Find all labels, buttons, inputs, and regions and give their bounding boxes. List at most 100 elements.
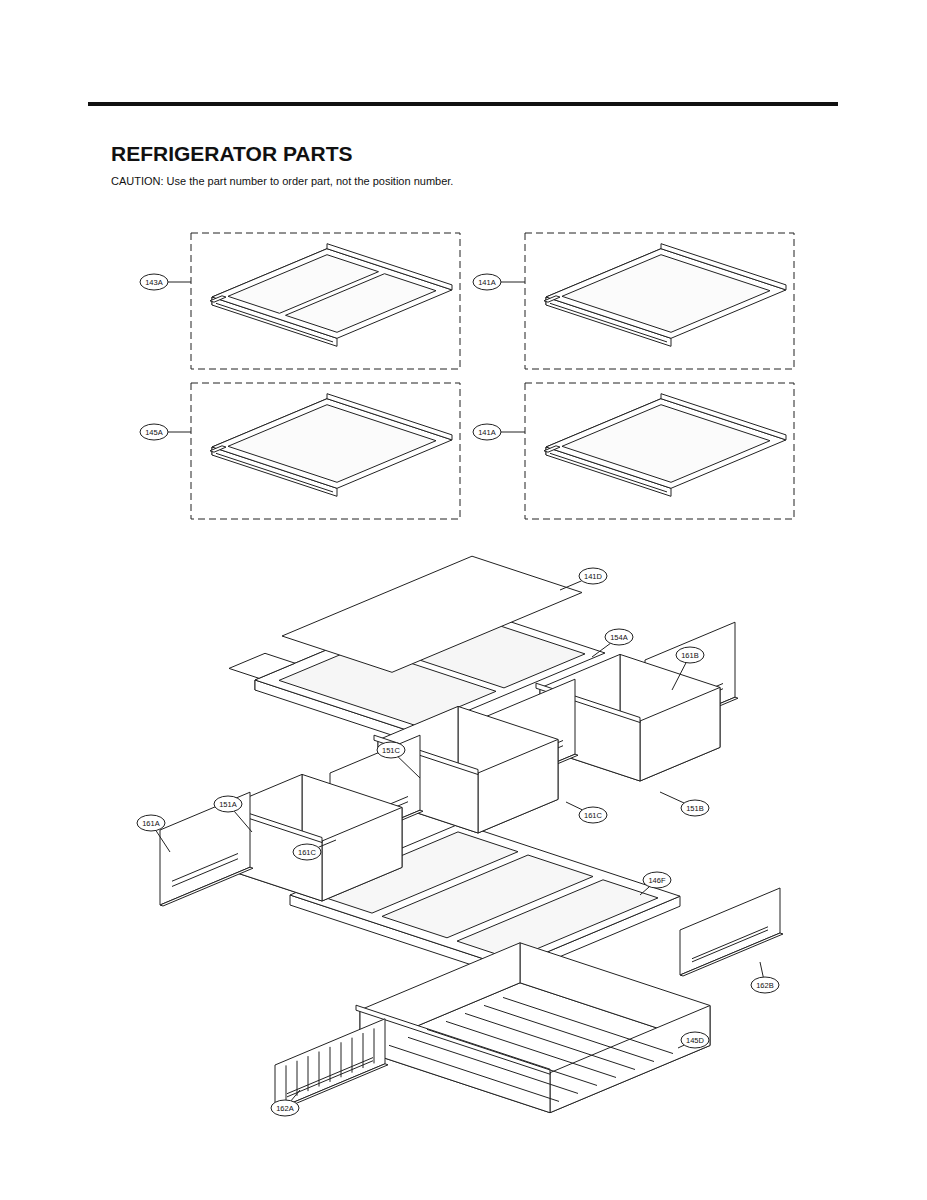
shelf-trim xyxy=(550,303,667,342)
leader-line xyxy=(291,1090,300,1101)
shelf-glass xyxy=(286,274,437,333)
leader-line xyxy=(640,887,649,895)
shelf-hook xyxy=(544,446,560,452)
callout-oval xyxy=(579,807,607,823)
callout-oval xyxy=(137,815,165,831)
callout-oval xyxy=(681,1032,709,1048)
leader-line xyxy=(168,282,191,283)
leader-line xyxy=(501,282,525,283)
rail xyxy=(680,888,780,975)
callout-number: 162A xyxy=(276,1104,294,1113)
leader-line xyxy=(168,432,191,433)
callout-number: 161C xyxy=(584,811,602,820)
callout-oval xyxy=(473,424,501,440)
callout-oval xyxy=(271,1100,299,1116)
rail-slot xyxy=(692,930,768,962)
callout-number: 146F xyxy=(648,876,665,885)
rail-rib xyxy=(352,1038,353,1073)
shelf-top xyxy=(546,399,786,489)
rail-rib xyxy=(319,1052,320,1087)
callout-oval xyxy=(605,629,633,645)
rail-rib xyxy=(341,1042,342,1077)
drawer-right xyxy=(322,807,402,901)
rail-slot xyxy=(692,927,768,959)
callout-number: 141A xyxy=(478,278,496,287)
leader-line xyxy=(234,811,252,832)
shelf-trim xyxy=(216,453,333,492)
bin-rib xyxy=(427,1029,597,1085)
cover-panel-slot xyxy=(172,859,238,887)
glass-sheet xyxy=(282,556,582,672)
shelf-glass xyxy=(562,255,770,333)
shelf-hook xyxy=(544,296,560,302)
rail-rib xyxy=(330,1047,331,1082)
callout-number: 151C xyxy=(382,746,400,755)
leader-line xyxy=(501,432,525,433)
header-rule xyxy=(88,102,838,106)
leader-line xyxy=(318,840,336,847)
callout-number: 141D xyxy=(584,572,602,581)
leader-line xyxy=(760,962,763,977)
shelf-lip xyxy=(327,394,452,440)
shelf-hook xyxy=(210,296,226,302)
shelf-hook xyxy=(210,446,226,452)
leader-line xyxy=(660,792,684,803)
shelf-top xyxy=(212,249,452,339)
callout-number: 143A xyxy=(145,278,163,287)
shelf-top xyxy=(546,249,786,339)
callout-number: 151A xyxy=(219,800,237,809)
shelf-top xyxy=(212,399,452,489)
callout-oval xyxy=(473,274,501,290)
page-title: REFRIGERATOR PARTS xyxy=(111,142,353,166)
callout-number: 145A xyxy=(145,428,163,437)
leader-line xyxy=(592,643,610,657)
shelf-trim xyxy=(216,303,333,342)
callout-number: 161B xyxy=(681,651,699,660)
drawer-right xyxy=(478,739,558,833)
bin-rib xyxy=(446,1021,616,1077)
callout-oval xyxy=(293,844,321,860)
frame-handle xyxy=(229,653,295,678)
rail-rib xyxy=(374,1028,375,1063)
bin-rib xyxy=(484,1005,654,1061)
callout-oval xyxy=(676,647,704,663)
group-frame xyxy=(191,383,460,519)
callout-oval xyxy=(751,977,779,993)
bin-rib xyxy=(389,1045,559,1101)
callout-oval xyxy=(214,796,242,812)
callout-number: 161A xyxy=(142,819,160,828)
rail-edge xyxy=(680,933,783,976)
bin-right xyxy=(550,1006,710,1113)
bin-rib xyxy=(408,1037,578,1093)
tray-glass xyxy=(457,880,658,960)
leader-line xyxy=(560,581,582,590)
shelf-glass xyxy=(228,405,436,483)
shelf-lip xyxy=(327,244,452,290)
callout-number: 162B xyxy=(756,981,774,990)
callout-number: 151B xyxy=(686,804,704,813)
leader-line xyxy=(398,757,420,778)
callout-number: 145D xyxy=(686,1036,704,1045)
rail-rib xyxy=(297,1061,298,1096)
callout-oval xyxy=(140,274,168,290)
rail-rib xyxy=(363,1033,364,1068)
caution-note: CAUTION: Use the part number to order pa… xyxy=(111,175,453,187)
leader-line xyxy=(156,830,170,852)
rail-rib xyxy=(308,1056,309,1091)
bin-rib xyxy=(503,997,673,1053)
rail-rib xyxy=(286,1065,287,1100)
cover-panel-slot xyxy=(172,853,238,881)
group-frame xyxy=(191,233,460,369)
callout-number: 161C xyxy=(298,848,316,857)
leader-line xyxy=(566,802,582,810)
callout-oval xyxy=(643,872,671,888)
callout-oval xyxy=(681,800,709,816)
callout-oval xyxy=(377,742,405,758)
shelf-glass xyxy=(562,405,770,483)
group-frame xyxy=(525,383,794,519)
rail xyxy=(275,1019,385,1110)
callout-number: 154A xyxy=(610,633,628,642)
shelf-lip xyxy=(661,244,786,290)
leader-line xyxy=(678,1045,684,1048)
